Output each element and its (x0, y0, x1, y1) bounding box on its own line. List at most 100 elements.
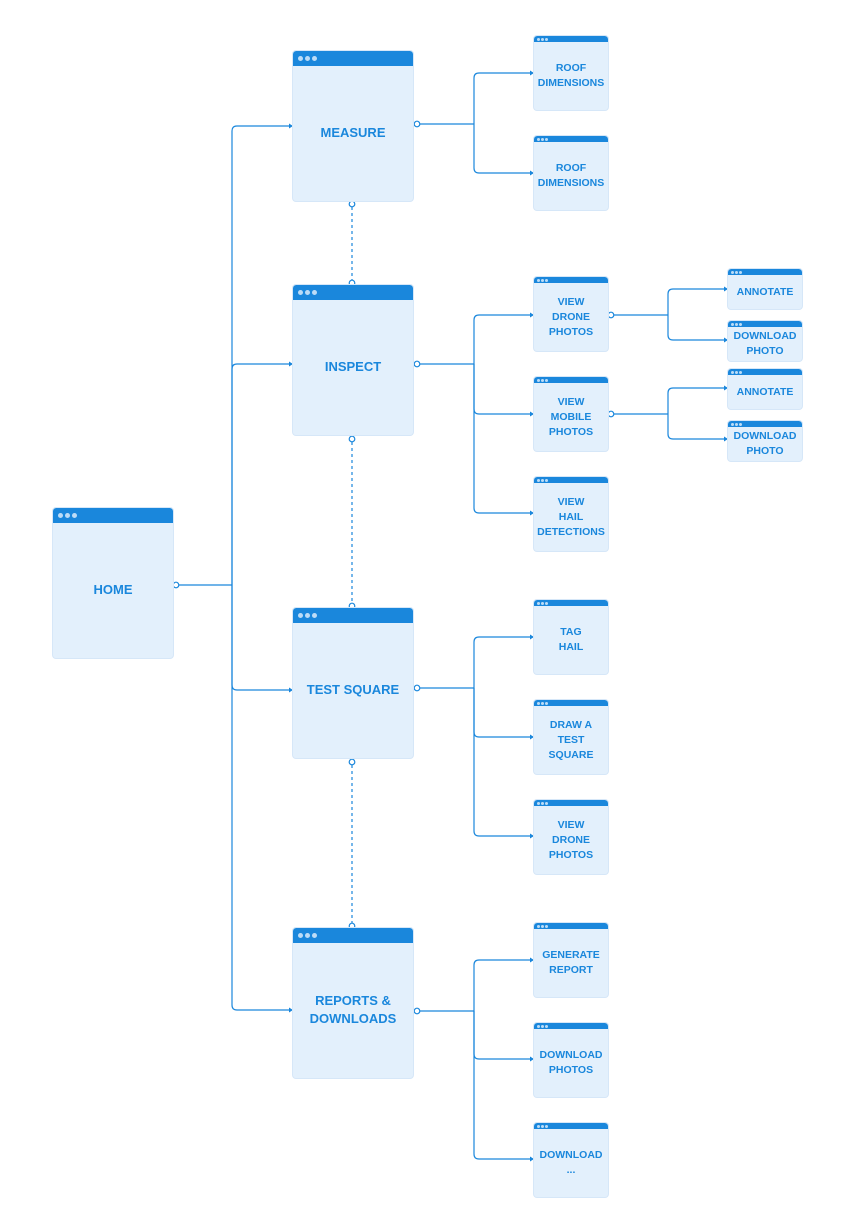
window-dots-icon (537, 924, 548, 928)
download-photo-screen: DOWNLOAD PHOTO (728, 321, 802, 361)
connector-node-icon (348, 200, 356, 208)
download-more-label: DOWNLOAD ... (539, 1149, 603, 1176)
branch-connector (667, 387, 727, 414)
branch-connector (473, 314, 533, 364)
tag-hail-label: TAG HAIL (558, 626, 584, 653)
download-photo-label: DOWNLOAD PHOTO (733, 430, 797, 457)
connector-node-icon (413, 684, 421, 692)
branch-connector (473, 1011, 533, 1160)
home-screen: HOME (53, 508, 173, 658)
branch-connector (473, 688, 533, 837)
generate-report-screen: GENERATE REPORT (534, 923, 608, 997)
generate-report-label: GENERATE REPORT (542, 949, 600, 976)
window-dots-icon (537, 478, 548, 482)
window-dots-icon (731, 270, 742, 274)
roof-dimensions-screen: ROOF DIMENSIONS (534, 136, 608, 210)
window-title-bar (293, 51, 413, 66)
branch-connector (667, 288, 727, 315)
arrowhead-icon (530, 510, 534, 516)
arrowhead-icon (289, 361, 293, 367)
window-title-bar (293, 928, 413, 943)
window-dots-icon (537, 601, 548, 605)
arrowhead-icon (724, 337, 728, 343)
window-dots-icon (298, 933, 317, 938)
inspect-label: INSPECT (324, 358, 382, 374)
window-title-bar (534, 700, 608, 706)
download-photos-screen: DOWNLOAD PHOTOS (534, 1023, 608, 1097)
measure-screen: MEASURE (293, 51, 413, 201)
branch-connector (473, 72, 533, 124)
branch-connector (667, 414, 727, 440)
download-more-screen: DOWNLOAD ... (534, 1123, 608, 1197)
arrowhead-icon (724, 286, 728, 292)
view-drone-photos-label: VIEW DRONE PHOTOS (548, 818, 594, 861)
window-title-bar (534, 136, 608, 142)
download-photo-screen: DOWNLOAD PHOTO (728, 421, 802, 461)
view-mobile-photos-label: VIEW MOBILE PHOTOS (548, 395, 594, 438)
arrowhead-icon (530, 634, 534, 640)
window-dots-icon (731, 422, 742, 426)
annotate-screen: ANNOTATE (728, 269, 802, 309)
window-dots-icon (537, 1124, 548, 1128)
arrowhead-icon (289, 123, 293, 129)
window-dots-icon (58, 513, 77, 518)
branch-connector (473, 1011, 533, 1060)
connector-node-icon (607, 410, 615, 418)
window-dots-icon (731, 370, 742, 374)
connector-node-icon (413, 360, 421, 368)
test-square-screen: TEST SQUARE (293, 608, 413, 758)
inspect-screen: INSPECT (293, 285, 413, 435)
branch-connector (667, 315, 727, 341)
window-title-bar (534, 377, 608, 383)
window-title-bar (53, 508, 173, 523)
window-title-bar (534, 1023, 608, 1029)
window-dots-icon (537, 1024, 548, 1028)
connector-node-icon (413, 120, 421, 128)
window-title-bar (728, 421, 802, 427)
window-title-bar (293, 608, 413, 623)
window-dots-icon (298, 290, 317, 295)
draw-test-square-screen: DRAW A TEST SQUARE (534, 700, 608, 774)
branch-connector (231, 585, 292, 691)
view-drone-photos-screen: VIEW DRONE PHOTOS (534, 800, 608, 874)
branch-connector (473, 124, 533, 174)
arrowhead-icon (724, 385, 728, 391)
test-square-label: TEST SQUARE (306, 681, 400, 697)
branch-connector (231, 585, 292, 1011)
branch-connector (473, 636, 533, 688)
connector-node-icon (413, 1007, 421, 1015)
window-title-bar (534, 1123, 608, 1129)
annotate-screen: ANNOTATE (728, 369, 802, 409)
window-title-bar (293, 285, 413, 300)
arrowhead-icon (530, 957, 534, 963)
arrowhead-icon (530, 170, 534, 176)
arrowhead-icon (530, 734, 534, 740)
download-photos-label: DOWNLOAD PHOTOS (539, 1049, 603, 1076)
window-dots-icon (298, 613, 317, 618)
reports-downloads-screen: REPORTS & DOWNLOADS (293, 928, 413, 1078)
branch-connector (473, 364, 533, 415)
window-title-bar (534, 800, 608, 806)
view-drone-photos-label: VIEW DRONE PHOTOS (548, 295, 594, 338)
window-title-bar (534, 600, 608, 606)
arrowhead-icon (530, 1056, 534, 1062)
branch-connector (231, 363, 292, 585)
annotate-label: ANNOTATE (736, 285, 794, 298)
arrowhead-icon (530, 833, 534, 839)
view-mobile-photos-screen: VIEW MOBILE PHOTOS (534, 377, 608, 451)
branch-connector (473, 959, 533, 1011)
connector-node-icon (348, 435, 356, 443)
connector-node-icon (607, 311, 615, 319)
measure-label: MEASURE (320, 124, 386, 140)
arrowhead-icon (289, 1007, 293, 1013)
connector-node-icon (348, 758, 356, 766)
branch-connector (473, 364, 533, 514)
arrowhead-icon (530, 312, 534, 318)
window-title-bar (728, 321, 802, 327)
connector-node-icon (172, 581, 180, 589)
branch-connector (231, 125, 292, 585)
window-title-bar (534, 477, 608, 483)
window-dots-icon (537, 701, 548, 705)
